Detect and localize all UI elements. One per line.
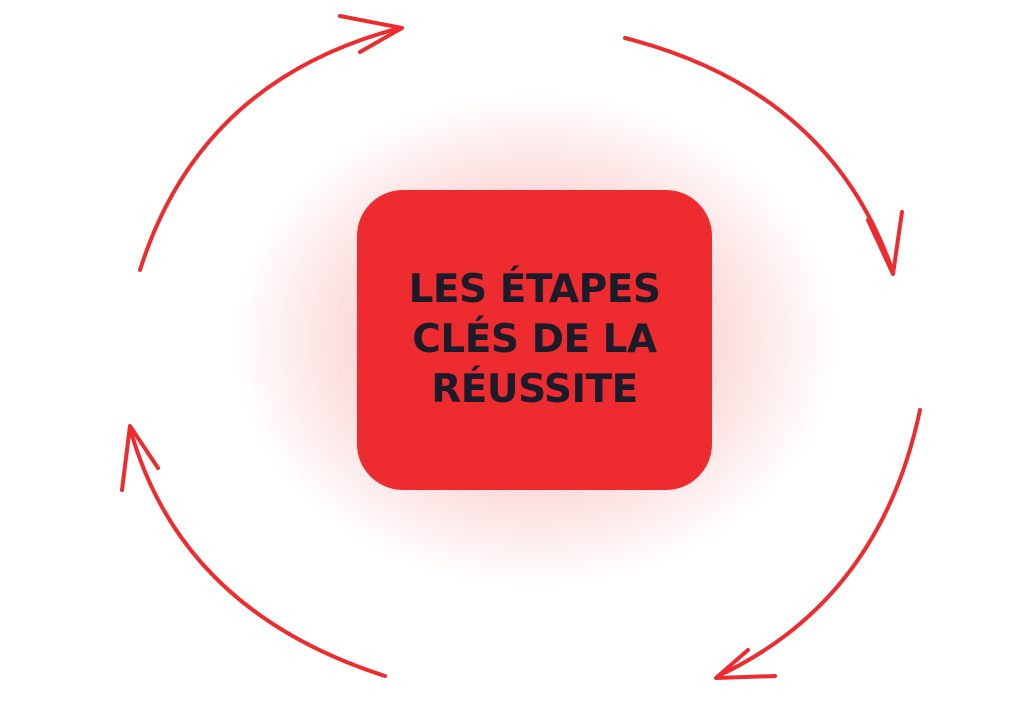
- title-line: LES ÉTAPES: [408, 267, 661, 312]
- arrow-top-left-icon: [138, 14, 404, 272]
- center-box: LES ÉTAPES CLÉS DE LA RÉUSSITE: [357, 190, 712, 490]
- arrow-bottom-right-icon: [714, 408, 922, 680]
- arrow-bottom-left-icon: [120, 424, 387, 678]
- arrow-top-right-icon: [623, 36, 904, 276]
- center-title: LES ÉTAPES CLÉS DE LA RÉUSSITE: [385, 265, 685, 415]
- title-line: RÉUSSITE: [431, 367, 638, 412]
- title-line: CLÉS DE LA: [412, 317, 657, 362]
